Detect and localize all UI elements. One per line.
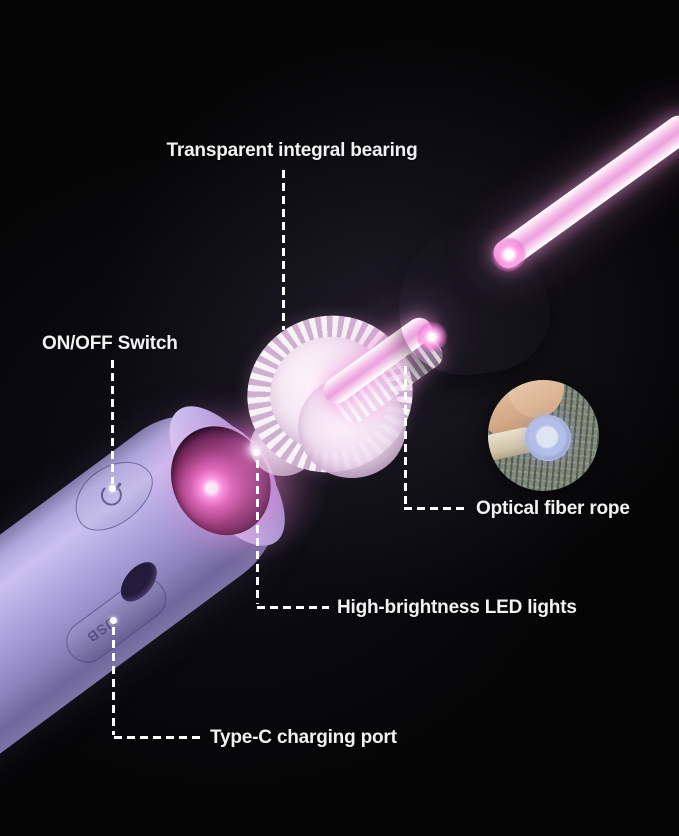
callout-line-led-vertical (256, 460, 259, 604)
usb-port-opening (113, 555, 164, 609)
callout-dot-typec (110, 617, 117, 624)
label-optical-fiber-rope: Optical fiber rope (476, 498, 630, 519)
label-typec-port: Type-C charging port (210, 727, 397, 748)
callout-line-bearing (282, 170, 285, 330)
label-led-lights: High-brightness LED lights (337, 597, 577, 618)
callout-line-switch (111, 360, 114, 484)
callout-line-fiber-vertical (404, 366, 407, 506)
label-transparent-bearing: Transparent integral bearing (166, 140, 418, 161)
callout-line-typec-horizontal (114, 736, 202, 739)
callout-line-typec-vertical (112, 627, 115, 735)
fiber-cross-section (525, 415, 571, 461)
callout-line-fiber-horizontal (404, 507, 468, 510)
closeup-inset (488, 380, 599, 491)
label-onoff-switch: ON/OFF Switch (42, 333, 178, 354)
callout-dot-switch (109, 485, 116, 492)
callout-line-led-horizontal (257, 606, 329, 609)
callout-dot-led (253, 449, 260, 456)
